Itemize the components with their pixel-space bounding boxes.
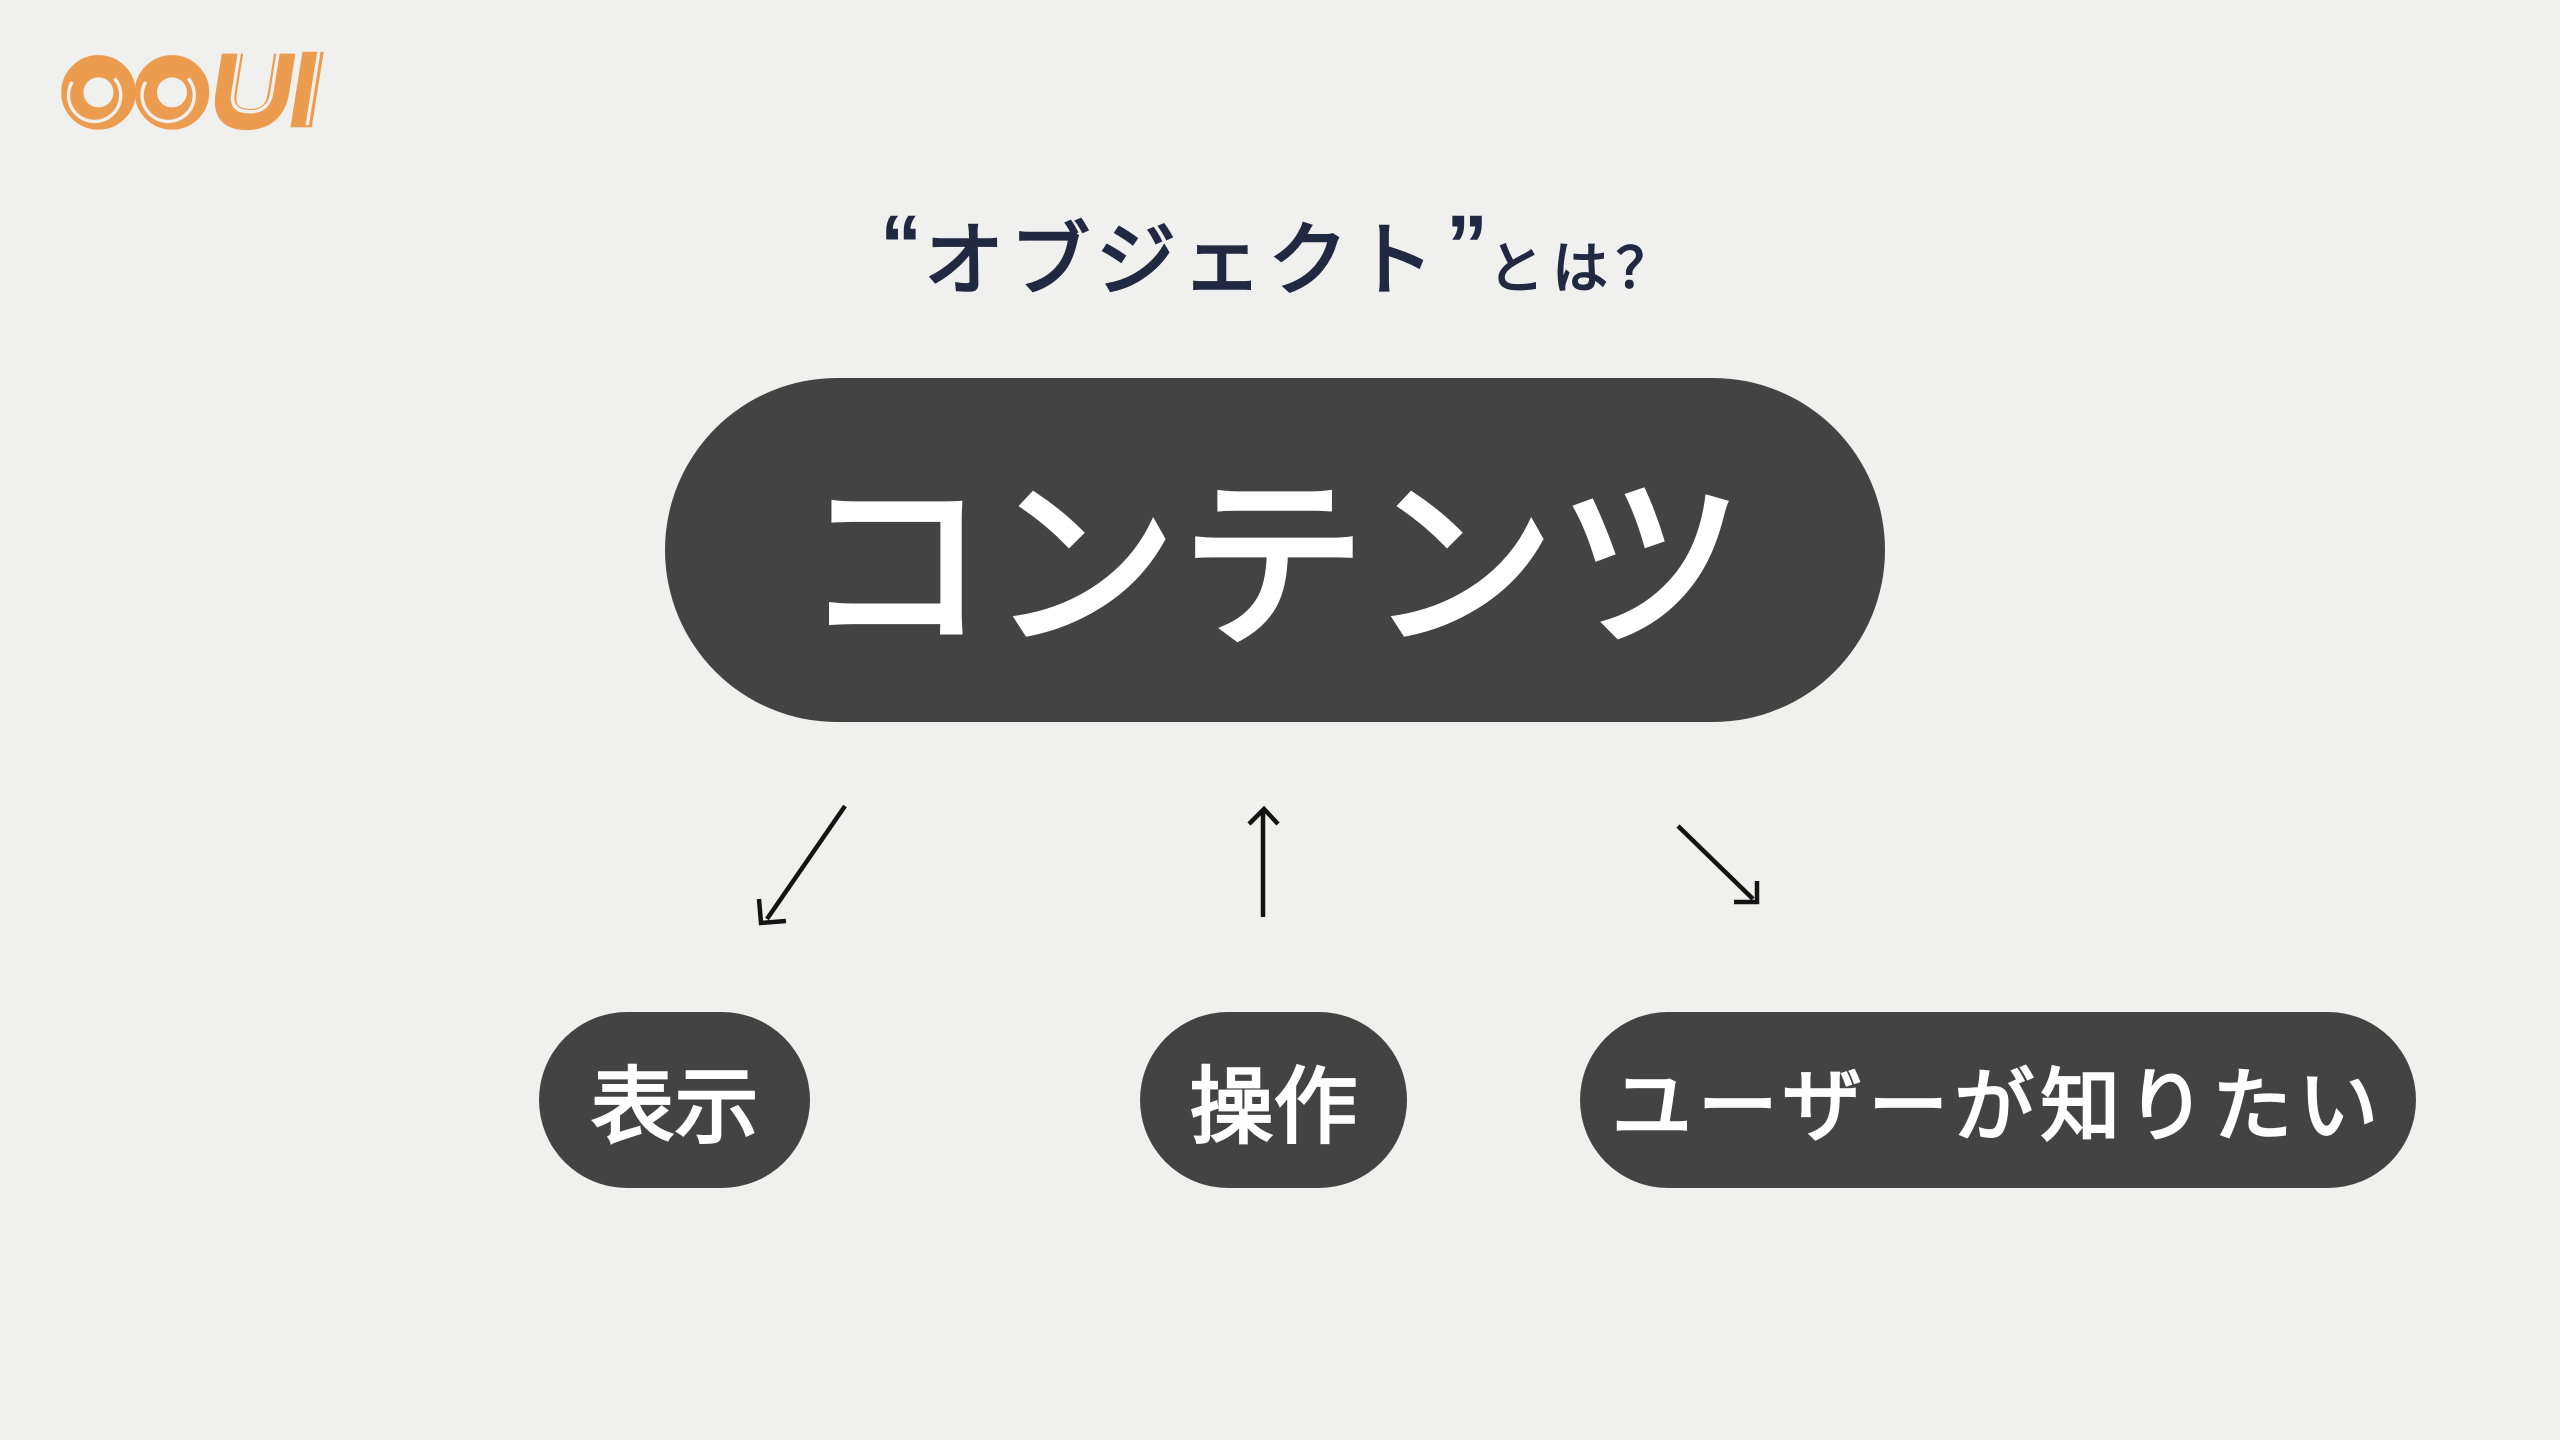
ooui-logo (52, 38, 352, 140)
slide-title: “オブジェクト”とは？ (0, 196, 2560, 312)
logo-letter-u (214, 51, 296, 131)
main-node-contents: コンテンツ (665, 378, 1885, 722)
logo-letter-i (290, 49, 324, 128)
child-node-label: 表示 (590, 1059, 759, 1154)
child-node-operate: 操作 (1140, 1012, 1407, 1188)
logo-letter-o2 (134, 55, 210, 130)
down-left-arrow-icon (756, 804, 847, 926)
up-arrow-icon (1247, 805, 1280, 917)
down-right-arrow-icon (1676, 824, 1760, 905)
ooui-logo-icon (61, 49, 324, 131)
child-node-display: 表示 (539, 1012, 810, 1188)
child-node-user-wants-to-know: ユーザーが知りたい (1580, 1012, 2416, 1188)
title-close-quote: ” (1446, 198, 1488, 292)
title-open-quote: “ (880, 198, 922, 292)
main-node-label: コンテンツ (802, 464, 1748, 670)
logo-letter-o1 (61, 55, 136, 130)
title-suffix: とは？ (1488, 237, 1680, 300)
title-object-word: オブジェクト (924, 216, 1440, 305)
child-node-label: 操作 (1189, 1059, 1358, 1154)
child-node-label: ユーザーが知りたい (1611, 1062, 2385, 1151)
